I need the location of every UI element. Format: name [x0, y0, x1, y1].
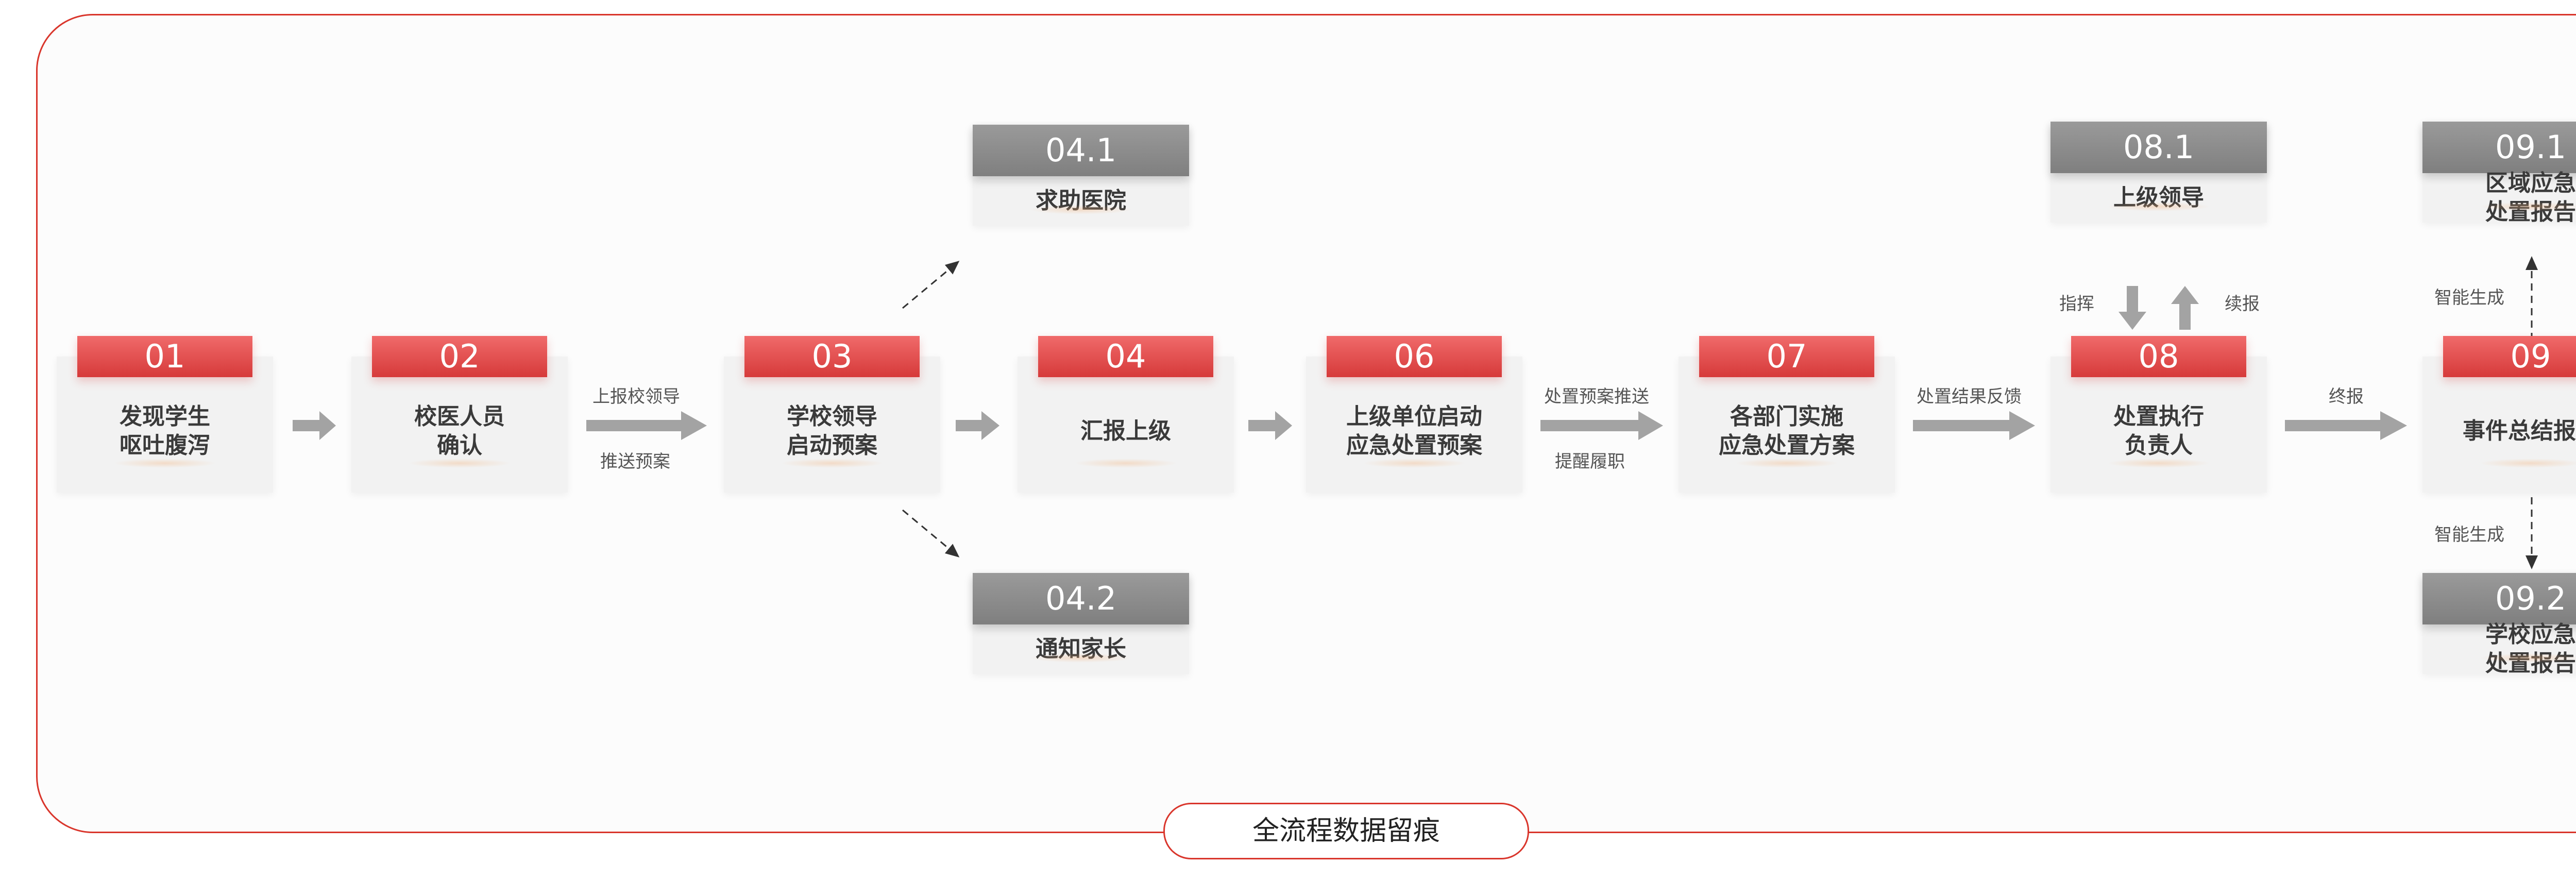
node-03-line-2: 启动预案	[787, 432, 877, 459]
arrow-02-03	[586, 411, 707, 440]
arrow-06-07	[1540, 411, 1663, 440]
node-04-1-line-1: 求助医院	[1036, 188, 1126, 214]
node-04: 04 汇报上级	[1018, 336, 1234, 493]
node-07-number: 07	[1699, 336, 1874, 377]
node-04-2-number: 04.2	[973, 573, 1189, 624]
node-09-glow	[2479, 459, 2576, 468]
node-02-glow	[408, 459, 511, 468]
node-04-2: 04.2 通知家长	[973, 573, 1189, 674]
label-report-leader: 上报校领导	[592, 386, 680, 407]
label-smart-gen-bottom: 智能生成	[2434, 525, 2504, 545]
node-09-1-title: 区域应急 处置报告	[2422, 170, 2576, 225]
node-04-2-title: 通知家长	[973, 624, 1189, 674]
node-04-1-title: 求助医院	[973, 176, 1189, 226]
node-03-line-1: 学校领导	[787, 403, 877, 430]
node-07-title: 各部门实施 应急处置方案	[1679, 398, 1895, 465]
node-08-1-line-1: 上级领导	[2113, 184, 2204, 211]
node-09-1-line-1: 区域应急	[2485, 170, 2576, 196]
arrow-07-08	[1913, 411, 2035, 440]
node-09-1: 09.1 区域应急 处置报告	[2422, 122, 2576, 225]
node-09-number: 09	[2443, 336, 2576, 377]
node-04-1: 04.1 求助医院	[973, 125, 1189, 226]
node-08-1-glow	[2107, 202, 2210, 211]
node-06-line-1: 上级单位启动	[1346, 403, 1482, 430]
node-02-title: 校医人员 确认	[351, 398, 568, 465]
node-08-1-title: 上级领导	[2050, 173, 2267, 223]
node-04-1-glow	[1029, 205, 1132, 214]
label-final-report: 终报	[2329, 386, 2364, 407]
node-08-number: 08	[2071, 336, 2246, 377]
node-08-glow	[2107, 459, 2210, 468]
label-smart-gen-top: 智能生成	[2434, 288, 2504, 308]
arrow-report-up	[2171, 286, 2199, 330]
node-01-title: 发现学生 呕吐腹泻	[57, 398, 273, 465]
node-02-number: 02	[372, 336, 547, 377]
node-04-number: 04	[1038, 336, 1213, 377]
node-09-2-line-1: 学校应急	[2485, 621, 2576, 648]
label-plan-push: 处置预案推送	[1544, 386, 1649, 407]
node-04-line-1: 汇报上级	[1080, 418, 1171, 444]
node-08-line-1: 处置执行	[2113, 403, 2204, 430]
node-04-1-number: 04.1	[973, 125, 1189, 176]
node-09-1-glow	[2479, 202, 2576, 211]
node-09-2: 09.2 学校应急 处置报告	[2422, 573, 2576, 677]
node-02-line-2: 确认	[437, 432, 482, 459]
node-03-glow	[781, 459, 884, 468]
node-08-1: 08.1 上级领导	[2050, 122, 2267, 223]
node-07-line-2: 应急处置方案	[1719, 432, 1855, 459]
arrow-01-02	[293, 411, 336, 440]
node-06-glow	[1363, 459, 1466, 468]
node-04-title: 汇报上级	[1018, 398, 1234, 465]
node-06-title: 上级单位启动 应急处置预案	[1306, 398, 1522, 465]
node-09-line-1: 事件总结报告	[2463, 418, 2576, 444]
node-01-glow	[113, 459, 216, 468]
arrow-command-down	[2119, 286, 2146, 330]
node-08-line-2: 负责人	[2125, 432, 2193, 459]
label-push-plan: 推送预案	[600, 451, 670, 472]
arrow-08-09	[2285, 411, 2407, 440]
node-04-2-glow	[1029, 653, 1132, 663]
node-03-number: 03	[744, 336, 920, 377]
node-07-glow	[1735, 459, 1838, 468]
node-08-title: 处置执行 负责人	[2050, 398, 2267, 465]
node-06: 06 上级单位启动 应急处置预案	[1306, 336, 1522, 493]
label-follow-report: 续报	[2225, 294, 2260, 314]
node-03-title: 学校领导 启动预案	[724, 398, 940, 465]
node-04-2-line-1: 通知家长	[1036, 636, 1126, 662]
node-07-line-1: 各部门实施	[1730, 403, 1843, 430]
label-command: 指挥	[2059, 294, 2094, 314]
node-09-2-number: 09.2	[2422, 573, 2576, 624]
node-04-glow	[1074, 459, 1177, 468]
node-09-1-line-2: 处置报告	[2485, 199, 2576, 225]
node-09-1-number: 09.1	[2422, 122, 2576, 173]
dashed-03-042	[902, 509, 960, 557]
node-09-2-glow	[2479, 653, 2576, 663]
node-01-number: 01	[77, 336, 252, 377]
label-remind-duty: 提醒履职	[1555, 451, 1625, 472]
node-02-line-1: 校医人员	[414, 403, 505, 430]
node-09-2-title: 学校应急 处置报告	[2422, 621, 2576, 677]
node-07: 07 各部门实施 应急处置方案	[1679, 336, 1895, 493]
node-03: 03 学校领导 启动预案	[724, 336, 940, 493]
node-09-title: 事件总结报告	[2422, 398, 2576, 465]
node-06-line-2: 应急处置预案	[1346, 432, 1482, 459]
node-01-line-1: 发现学生	[120, 403, 210, 430]
node-08: 08 处置执行 负责人	[2050, 336, 2267, 493]
node-01-line-2: 呕吐腹泻	[120, 432, 210, 459]
arrow-04-06	[1248, 411, 1292, 440]
footer-data-trace-label: 全流程数据留痕	[1163, 803, 1529, 859]
node-09: 09 事件总结报告	[2422, 336, 2576, 493]
dashed-03-041	[902, 261, 960, 309]
node-09-2-line-2: 处置报告	[2485, 650, 2576, 677]
arrow-03-04	[956, 411, 999, 440]
node-02: 02 校医人员 确认	[351, 336, 568, 493]
label-result-feedback: 处置结果反馈	[1917, 386, 2022, 407]
node-08-1-number: 08.1	[2050, 122, 2267, 173]
node-06-number: 06	[1327, 336, 1502, 377]
node-01: 01 发现学生 呕吐腹泻	[57, 336, 273, 493]
